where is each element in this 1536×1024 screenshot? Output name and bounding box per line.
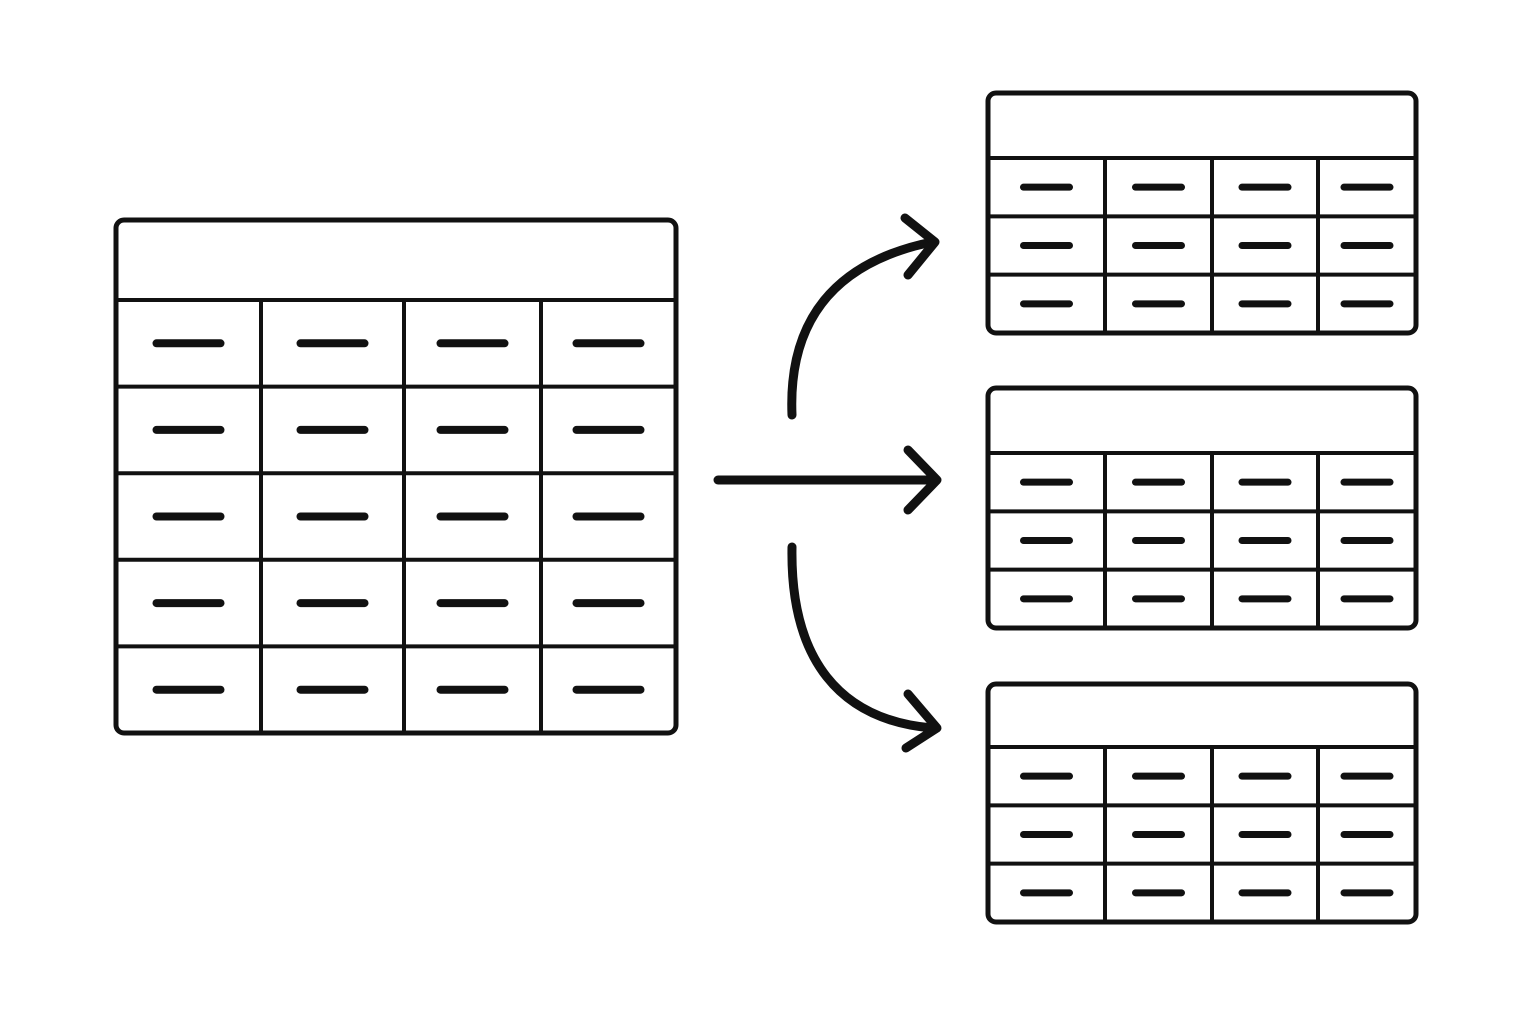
arrow-to-split-table-3 [787, 542, 942, 753]
split-table-3 [985, 681, 1419, 925]
split-table-1 [985, 90, 1419, 336]
tables-layer [113, 90, 1419, 925]
table-frame [113, 217, 679, 736]
table-frame [985, 385, 1419, 631]
split-table-2 [985, 385, 1419, 631]
arrow-head [901, 689, 942, 753]
arrow-head [903, 445, 942, 515]
arrow-shaft [787, 237, 937, 420]
table-frame [985, 90, 1419, 336]
arrow-shaft [787, 542, 937, 733]
arrow-to-split-table-2 [713, 445, 942, 515]
table-frame [985, 681, 1419, 925]
arrows-layer [713, 213, 942, 753]
arrow-to-split-table-1 [787, 213, 940, 420]
source-table [113, 217, 679, 736]
arrow-head [900, 213, 940, 280]
